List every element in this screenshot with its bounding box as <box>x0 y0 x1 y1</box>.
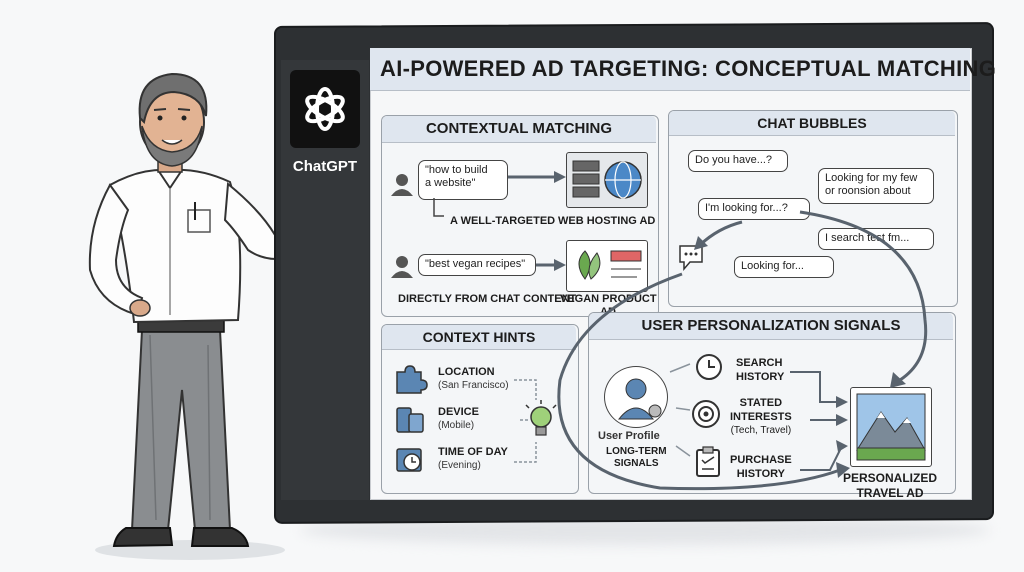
chat-bubble: Do you have...? <box>688 150 788 172</box>
arrow-icon <box>536 259 566 271</box>
hint-arrows <box>514 379 537 463</box>
travel-ad-label: PERSONALIZED TRAVEL AD <box>842 471 938 501</box>
logo-label: ChatGPT <box>292 158 358 175</box>
chatgpt-logo-icon <box>290 70 360 148</box>
signal-label-line: SIGNALS <box>614 458 659 469</box>
purchase-history-label: PURCHASE HISTORY <box>730 453 792 481</box>
title-bar <box>370 48 970 91</box>
chat-bubble: I'm looking for...? <box>698 198 810 220</box>
user-profile-label: User Profile <box>598 430 660 442</box>
query-bubble-vegan: "best vegan recipes" <box>418 254 536 276</box>
lightbulb-icon <box>525 400 557 436</box>
travel-ad-image <box>850 387 932 467</box>
clipboard-icon <box>696 446 720 477</box>
hint-label: TIME OF DAY <box>438 446 508 458</box>
signal-label-line: LONG-TERM <box>606 446 667 457</box>
signal-extra: (Tech, Travel) <box>730 425 792 436</box>
ad-label-line: TRAVEL AD <box>856 486 924 500</box>
signal-label-line: STATED <box>739 397 783 409</box>
search-history-label: SEARCH HISTORY <box>736 356 784 384</box>
bubble-line: Looking for my few <box>825 172 918 184</box>
signal-label-line: HISTORY <box>736 468 786 480</box>
signal-label-line: INTERESTS <box>730 411 792 423</box>
signal-label-line: SEARCH <box>736 357 783 369</box>
chat-bubbles-heading: CHAT BUBBLES <box>669 111 955 136</box>
chat-bubble: Looking for... <box>734 256 834 278</box>
bubble-line: or roonsion about <box>825 185 911 197</box>
devices-icon <box>396 407 424 433</box>
ad-label-line: PERSONALIZED <box>842 471 937 485</box>
user-icon <box>391 256 413 278</box>
user-personalization-heading: USER PERSONALIZATION SIGNALS <box>589 313 953 340</box>
note-well-targeted: A WELL-TARGETED <box>450 215 556 227</box>
query-line: a website" <box>425 177 476 189</box>
chat-bubble: Looking for my few or roonsion about <box>818 168 934 204</box>
query-line: "how to build <box>425 164 488 176</box>
context-hints-heading: CONTEXT HINTS <box>382 325 576 350</box>
hint-label: LOCATION <box>438 366 495 378</box>
chat-bubble: I search test fm... <box>818 228 934 250</box>
user-icon <box>391 174 413 196</box>
connector-line <box>433 198 444 217</box>
history-icon <box>696 354 722 380</box>
arrow-icon <box>508 171 566 183</box>
page-title: AI-POWERED AD TARGETING: CONCEPTUAL MATC… <box>380 56 997 81</box>
hint-value: (San Francisco) <box>438 380 509 391</box>
note-directly-from-chat: DIRECTLY FROM CHAT CONTENT <box>398 293 577 305</box>
hint-value: (Mobile) <box>438 420 475 431</box>
signal-label-line: PURCHASE <box>730 454 792 466</box>
user-profile-icon <box>604 366 668 428</box>
web-hosting-ad-image <box>566 152 648 208</box>
hint-value: (Evening) <box>438 460 481 471</box>
query-bubble-website: "how to build a website" <box>418 160 508 200</box>
contextual-matching-heading: CONTEXTUAL MATCHING <box>382 116 656 143</box>
web-hosting-ad-label: WEB HOSTING AD <box>558 215 656 227</box>
signal-label-line: HISTORY <box>736 371 785 383</box>
chat-icon <box>679 245 703 272</box>
long-term-signals-label: LONG-TERM SIGNALS <box>606 446 667 470</box>
gear-icon <box>648 404 662 418</box>
vegan-ad-image <box>566 240 648 292</box>
clock-icon <box>396 448 422 472</box>
stated-interests-label: STATED INTERESTS (Tech, Travel) <box>730 396 792 438</box>
target-icon <box>692 400 720 428</box>
hint-label: DEVICE <box>438 406 479 418</box>
puzzle-icon <box>396 365 428 394</box>
